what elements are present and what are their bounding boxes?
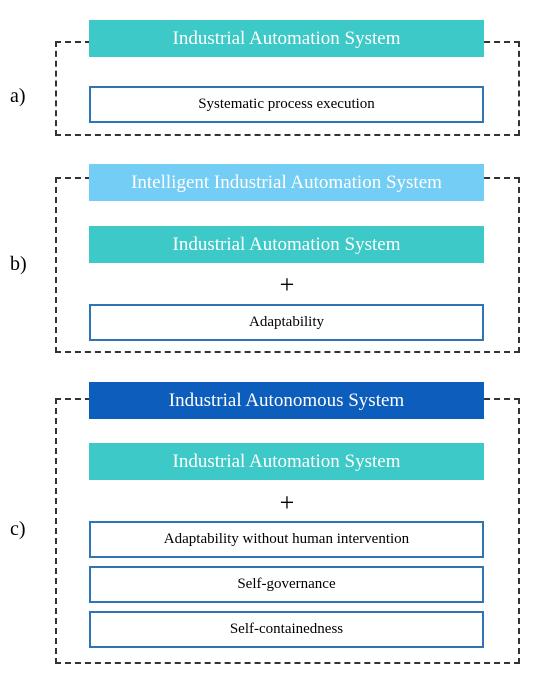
panel-b-header: Intelligent Industrial Automation System <box>89 164 484 201</box>
panel-c-label: c) <box>10 518 26 540</box>
panel-b-plus: + <box>279 270 295 299</box>
panel-c-item-self-containedness: Self-containedness <box>89 611 484 648</box>
panel-c-plus: + <box>279 488 295 517</box>
panel-b-label: b) <box>10 253 27 275</box>
panel-a-item-process-execution: Systematic process execution <box>89 86 484 123</box>
panel-c-item-adaptability-without-human: Adaptability without human intervention <box>89 521 484 558</box>
panel-b-item-adaptability: Adaptability <box>89 304 484 341</box>
panel-c-item-self-governance: Self-governance <box>89 566 484 603</box>
panel-c-header: Industrial Autonomous System <box>89 382 484 419</box>
panel-a-label: a) <box>10 85 26 107</box>
panel-a-header: Industrial Automation System <box>89 20 484 57</box>
panel-b-base-system: Industrial Automation System <box>89 226 484 263</box>
panel-c-base-system: Industrial Automation System <box>89 443 484 480</box>
